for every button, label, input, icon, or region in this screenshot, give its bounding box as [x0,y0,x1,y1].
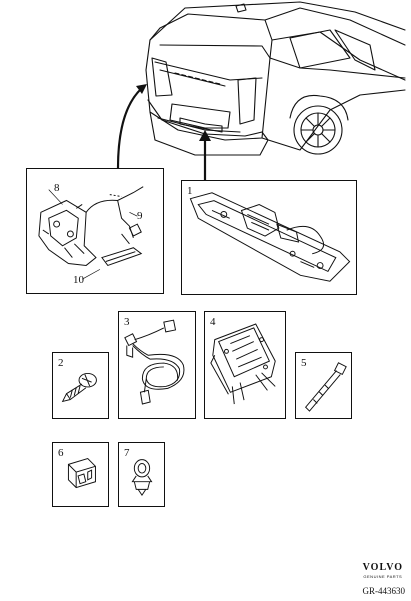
detail-box-part-2: 2 [52,352,109,419]
arrow-8-to-tailgate [116,86,144,170]
part-6-clip-drawing [67,458,96,489]
part-number-10: 10 [73,274,84,286]
part-5-cable-tie-drawing [304,362,347,412]
part-2-screw-drawing [61,372,97,403]
detail-box-part-3: 3 [118,311,196,419]
part-number-1: 1 [187,185,193,197]
part-number-3: 3 [124,316,130,328]
detail-box-part-6: 6 [52,442,109,507]
diagram-code: GR-443630 [362,586,406,596]
detail-box-lock-assembly: 8 9 10 [26,168,164,294]
car-rear-illustration [145,1,406,156]
part-number-4: 4 [210,316,216,328]
detail-box-part-4: 4 [204,311,286,419]
lock-assembly-drawing [38,186,144,280]
part-7-grommet-drawing [131,459,153,496]
volvo-genuine-parts-logo: VOLVO GENUINE PARTS [363,562,403,579]
part-4-module-drawing [210,323,276,405]
part-number-8: 8 [54,182,60,194]
part-number-9: 9 [137,210,143,222]
part-number-5: 5 [301,357,307,369]
detail-box-part-7: 7 [118,442,165,507]
part-1-drawing [189,192,351,282]
logo-brand: VOLVO [362,562,403,573]
detail-box-part-1: 1 [181,180,357,295]
part-3-wiring-harness-drawing [124,319,185,405]
part-number-6: 6 [58,447,64,459]
logo-tagline: GENUINE PARTS [363,574,403,579]
detail-box-part-5: 5 [295,352,352,419]
part-number-7: 7 [124,447,130,459]
part-number-2: 2 [58,357,64,369]
